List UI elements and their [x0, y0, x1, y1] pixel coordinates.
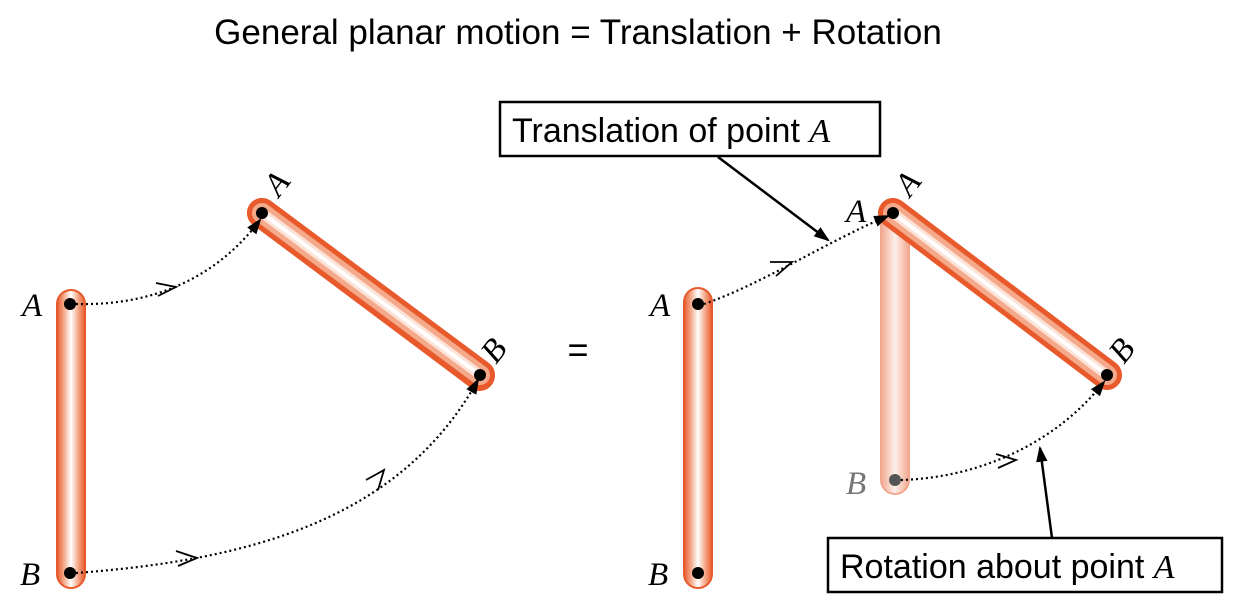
left-path-a [75, 218, 262, 306]
rotation-pointer [1036, 445, 1054, 539]
right-initial-point-b [692, 567, 704, 579]
right-translation-path [703, 214, 891, 306]
right-translated-label-a: A [844, 194, 867, 230]
right-ghost-bar [880, 207, 910, 495]
right-final-point-b [1101, 369, 1113, 381]
left-initial-label-a: A [20, 288, 43, 324]
rotation-callout-text: Rotation about point A [840, 548, 1175, 586]
left-path-b [75, 378, 480, 575]
left-initial-label-b: B [20, 557, 40, 593]
left-initial-bar [56, 289, 86, 589]
right-final-bar [878, 198, 1122, 390]
right-initial-label-a: A [648, 288, 671, 324]
left-initial-point-b [64, 567, 76, 579]
rotation-callout: Rotation about point A [826, 445, 1224, 594]
right-initial-point-a [692, 298, 704, 310]
right-ghost-point-b [889, 474, 901, 486]
right-panel: Translation of point A Rotation about po… [498, 100, 1224, 594]
left-initial-point-a [64, 298, 76, 310]
equals-sign: = [567, 329, 588, 370]
translation-callout: Translation of point A [498, 100, 882, 242]
right-rotation-path [900, 380, 1106, 482]
right-final-point-a [887, 207, 899, 219]
right-initial-label-b: B [648, 557, 668, 593]
left-final-bar-overlay [247, 198, 495, 390]
left-final-point-a [256, 207, 268, 219]
right-translation-arrowhead [770, 261, 795, 277]
translation-callout-text: Translation of point A [512, 112, 830, 150]
diagram-title: General planar motion = Translation + Ro… [214, 13, 942, 52]
left-path-a-arrowhead [155, 282, 179, 297]
translation-pointer [717, 156, 830, 242]
left-path-b-arrowhead-2 [365, 468, 386, 491]
right-initial-bar [683, 287, 713, 589]
right-rotation-arrowhead [995, 453, 1019, 469]
left-path-b-arrowhead-1 [175, 550, 200, 567]
left-panel: A B A B [20, 164, 515, 593]
right-translated-label-b: B [846, 466, 866, 502]
left-final-point-b [474, 369, 486, 381]
